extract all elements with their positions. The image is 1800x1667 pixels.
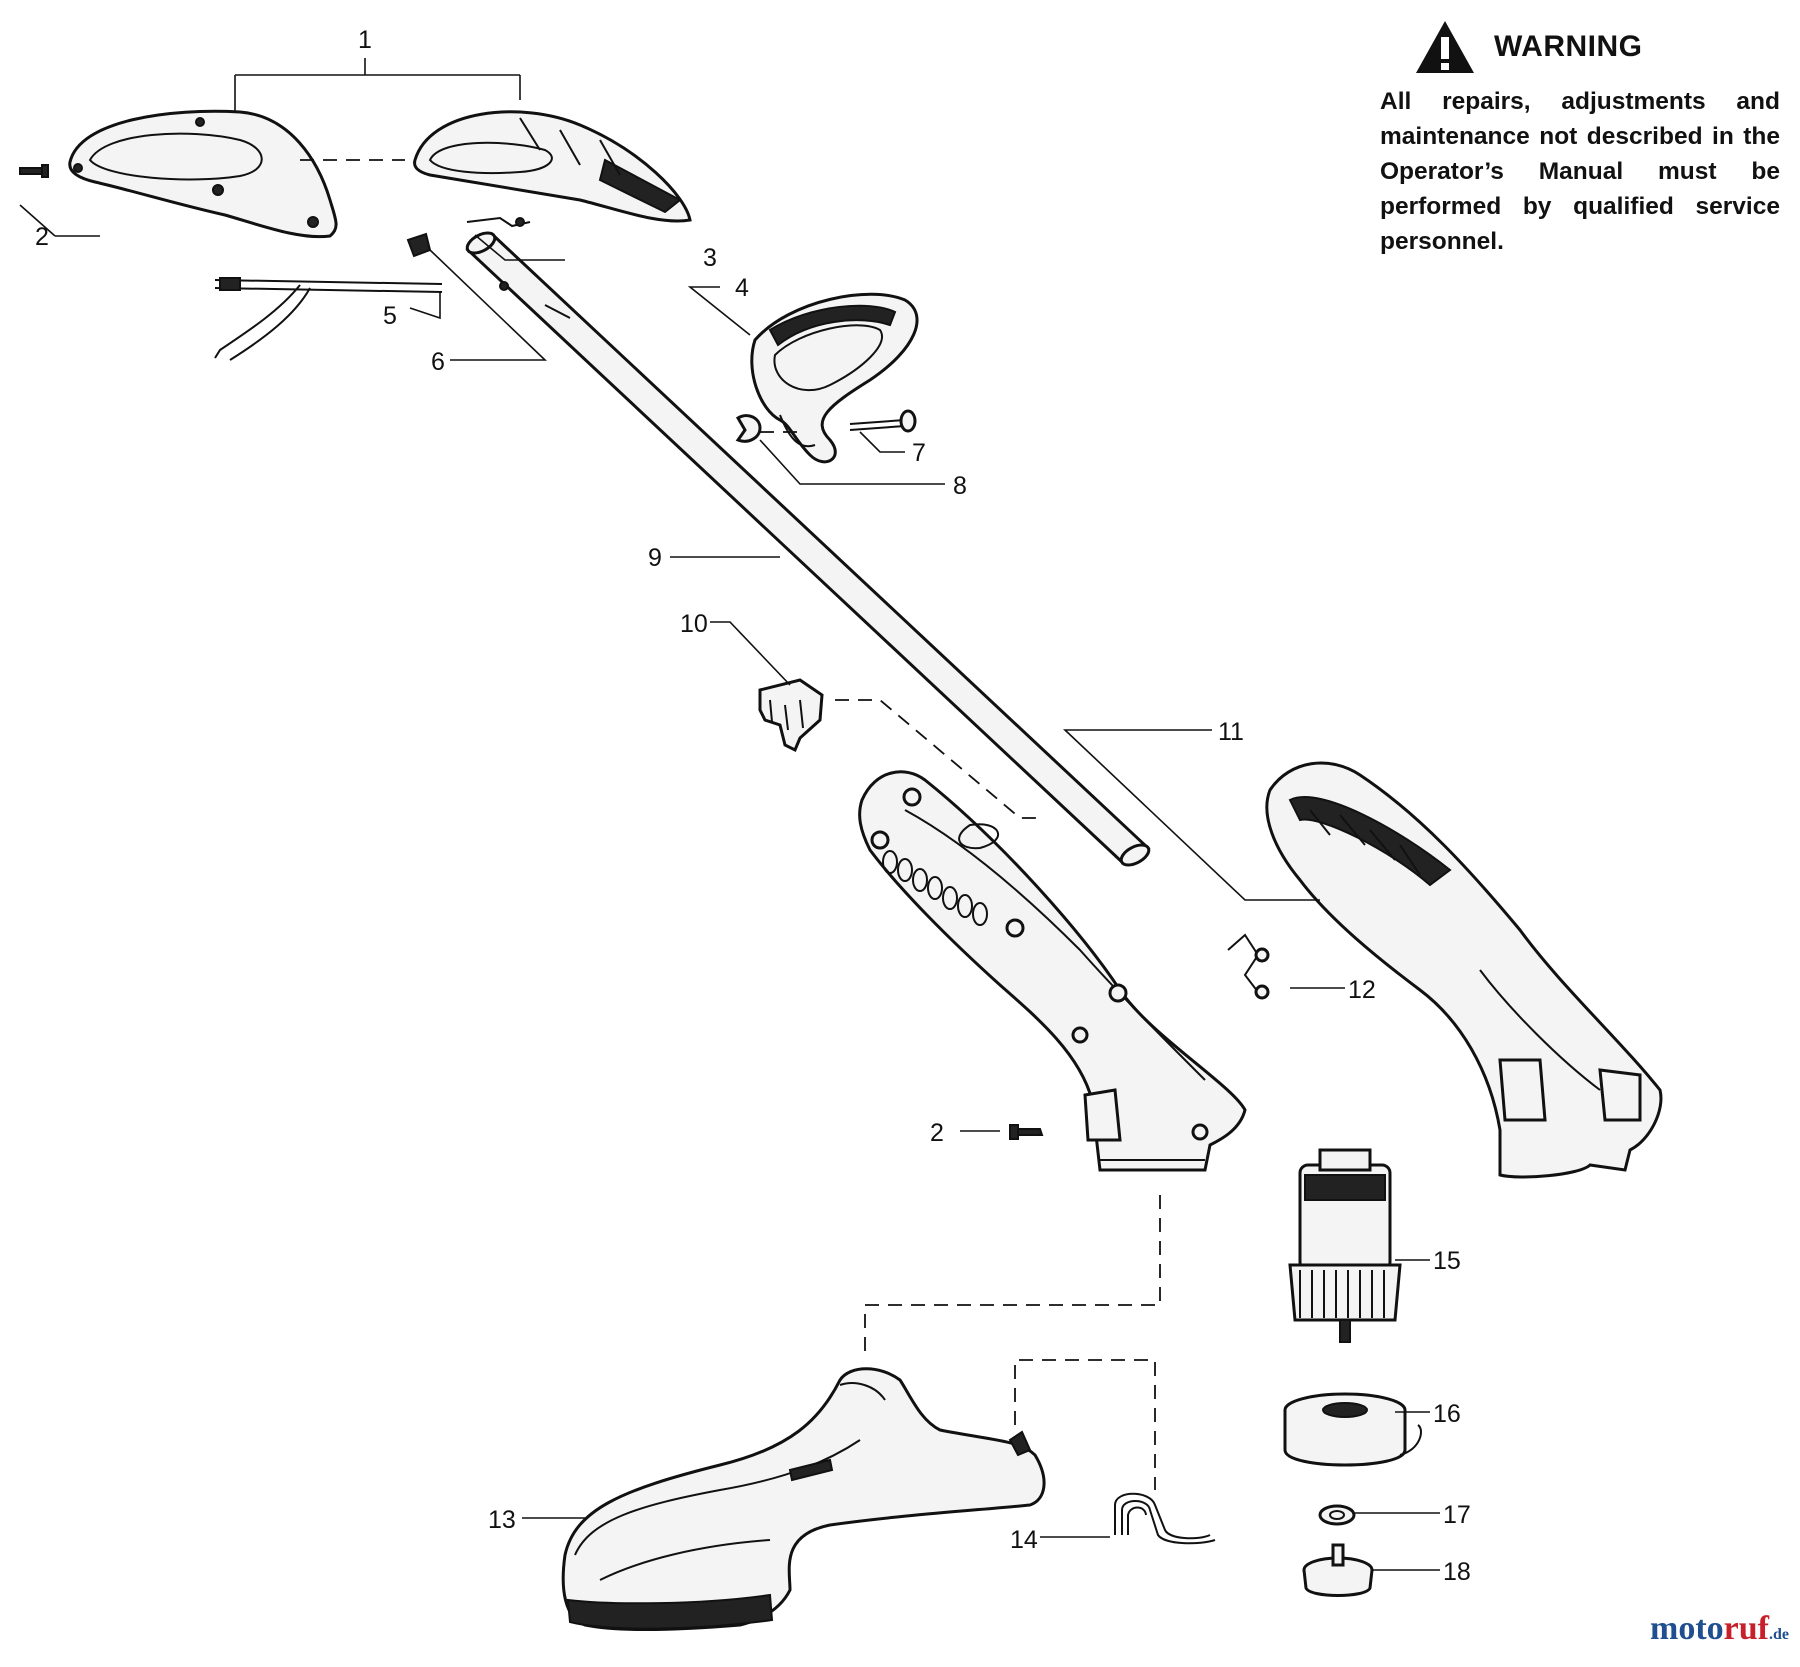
part-label-3: 3 (703, 244, 717, 272)
watermark-brand-b: ruf (1723, 1610, 1769, 1647)
part-label-13: 13 (488, 1506, 516, 1534)
part-label-17: 17 (1443, 1501, 1471, 1529)
warning-text: All repairs, adjustments and maintenance… (1380, 88, 1780, 255)
part-label-7: 7 (912, 439, 926, 467)
lower-housing-left-part-11 (858, 770, 1247, 1172)
shaft-tube-part-9 (465, 231, 1151, 867)
clip-part-14 (1114, 1492, 1216, 1545)
spool-part-16 (1283, 1392, 1422, 1467)
dash-line (864, 1195, 1161, 1360)
bolt-part-7 (849, 409, 917, 433)
part-label-15: 15 (1433, 1247, 1461, 1275)
lower-housing-right-half (1265, 761, 1663, 1179)
part-label-10: 10 (680, 610, 708, 638)
part-label-4: 4 (735, 274, 749, 302)
washer-part-17 (1318, 1504, 1356, 1526)
warning-box: WARNING All repairs, adjustments and mai… (1380, 12, 1780, 259)
part-label-16: 16 (1433, 1400, 1461, 1428)
leader-lines (19, 58, 1440, 1571)
warning-title: WARNING (1494, 30, 1643, 63)
dash-line (835, 699, 1040, 819)
part-label-1: 1 (358, 26, 372, 54)
screws-part-12 (1227, 933, 1270, 1000)
wing-nut-part-8 (735, 414, 800, 443)
part-label-9: 9 (648, 544, 662, 572)
part-label-6: 6 (431, 348, 445, 376)
part-label-11: 11 (1218, 718, 1244, 746)
switch-part-6 (406, 232, 432, 258)
part-labels: 1 2 2 3 4 5 6 7 8 9 10 11 12 13 14 15 16… (35, 26, 1471, 1586)
warning-header: WARNING (1414, 12, 1780, 82)
watermark: motoruf.de (1650, 1610, 1789, 1648)
dash-line (1014, 1359, 1156, 1490)
aux-handle-part-4 (750, 292, 919, 464)
warning-triangle-icon (1416, 21, 1474, 73)
handle-left-half (68, 109, 338, 239)
part-label-2: 2 (35, 223, 49, 251)
screw-part-2 (19, 164, 49, 178)
guard-part-13 (561, 1367, 1046, 1632)
power-cord-part-5 (214, 277, 443, 361)
screw-part-2-lower (1009, 1124, 1044, 1140)
bump-knob-part-18 (1302, 1543, 1374, 1597)
part-label-5: 5 (383, 302, 397, 330)
cord-retainer-part-10 (758, 678, 824, 753)
watermark-brand-a: moto (1650, 1610, 1724, 1647)
handle-right-half (413, 110, 692, 223)
switch-spring-part-3 (466, 216, 531, 228)
part-label-8: 8 (953, 472, 967, 500)
part-label-12: 12 (1348, 976, 1376, 1004)
part-label-2: 2 (930, 1119, 944, 1147)
watermark-suffix: .de (1768, 1626, 1789, 1643)
part-label-18: 18 (1443, 1558, 1471, 1586)
part-label-14: 14 (1010, 1526, 1038, 1554)
motor-part-15 (1288, 1148, 1402, 1343)
